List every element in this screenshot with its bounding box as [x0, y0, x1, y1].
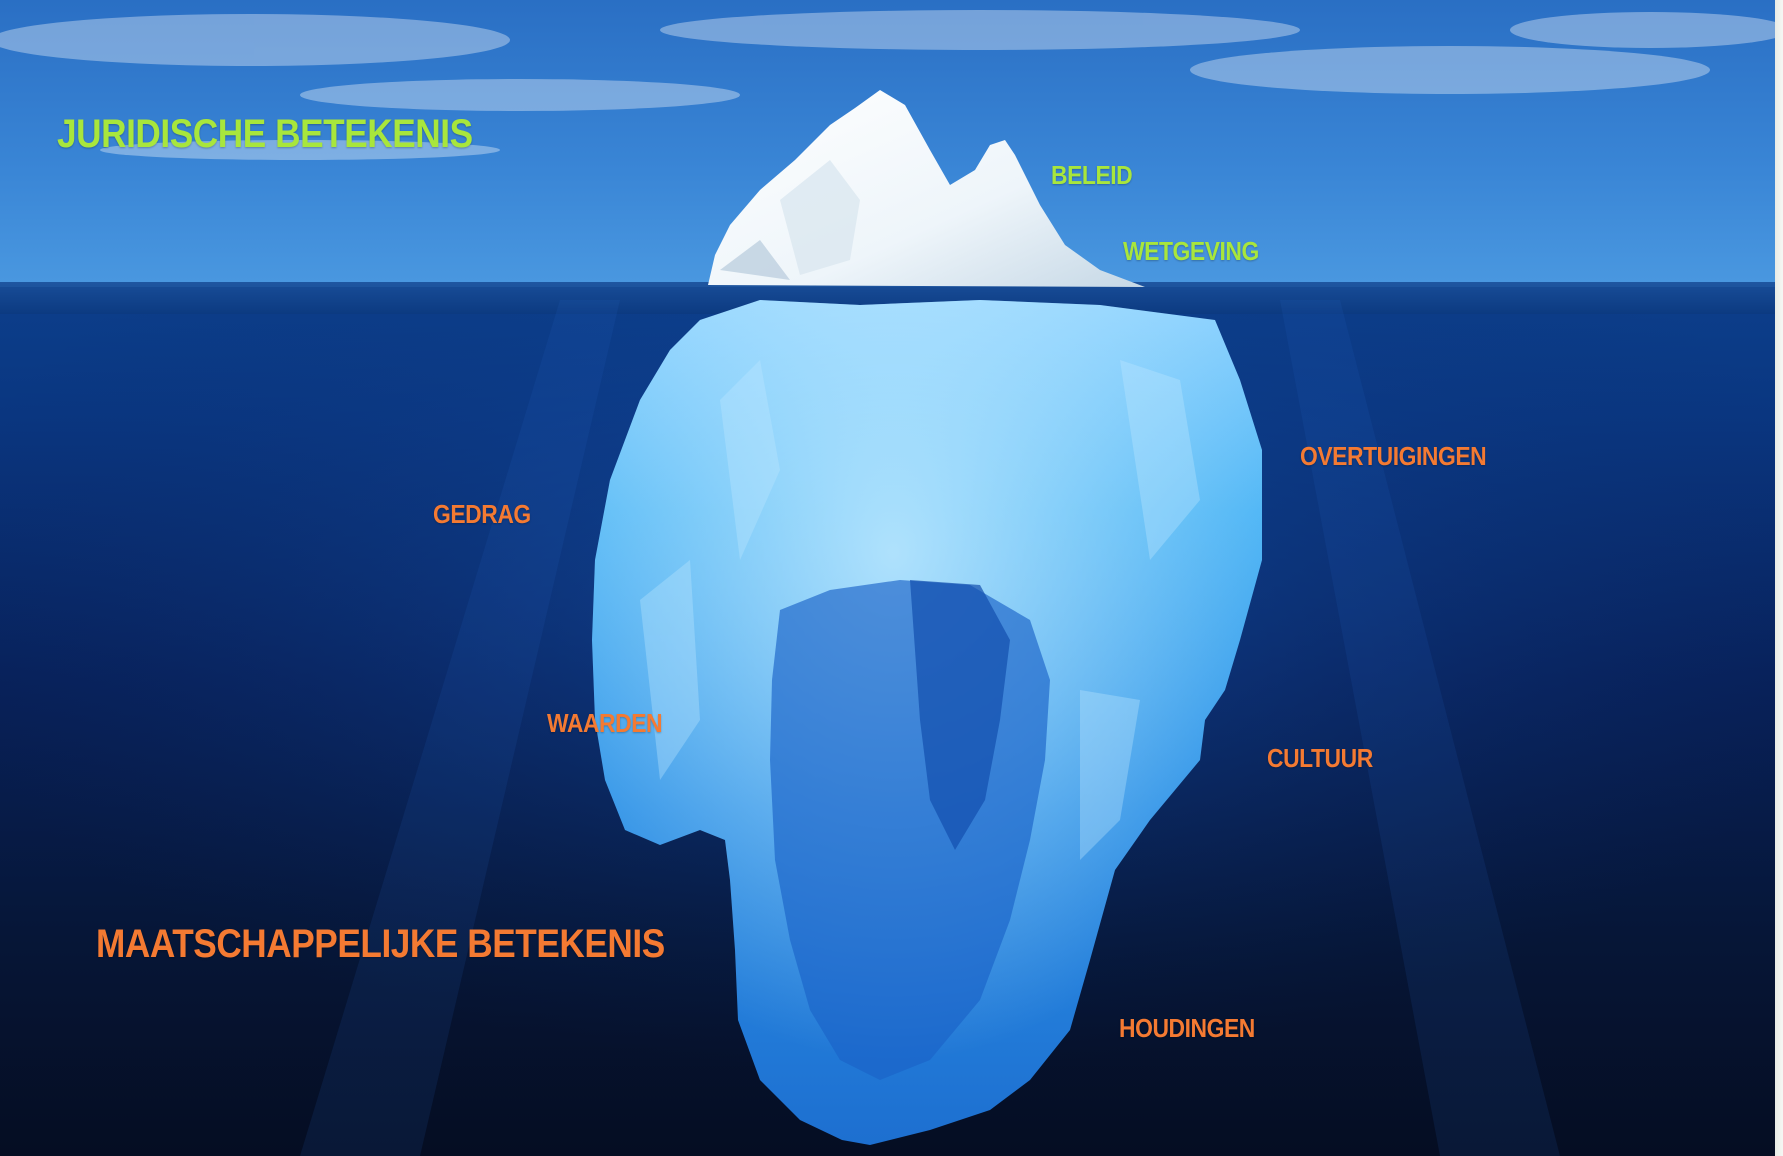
term-beleid: BELEID — [1051, 160, 1133, 190]
term-waarden: WAARDEN — [547, 708, 663, 738]
term-gedrag: GEDRAG — [433, 499, 531, 529]
term-cultuur: CULTUUR — [1267, 743, 1373, 773]
clouds — [0, 10, 1783, 160]
term-houdingen: HOUDINGEN — [1119, 1013, 1255, 1043]
heading-juridische-betekenis: JURIDISCHE BETEKENIS — [57, 112, 473, 156]
heading-maatschappelijke-betekenis: MAATSCHAPPELIJKE BETEKENIS — [96, 922, 665, 966]
term-wetgeving: WETGEVING — [1123, 236, 1259, 266]
page-edge — [1775, 0, 1783, 1156]
term-overtuigingen: OVERTUIGINGEN — [1300, 441, 1487, 471]
